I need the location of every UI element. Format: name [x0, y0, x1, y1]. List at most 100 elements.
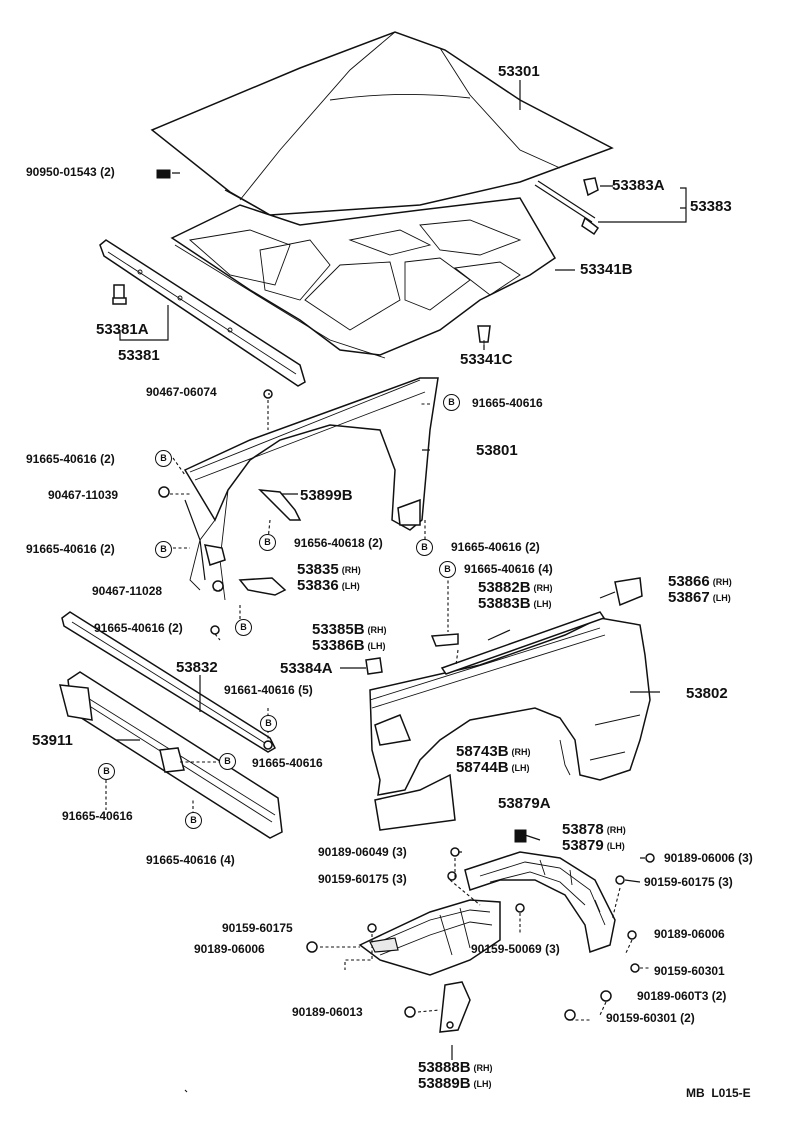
hood-clips — [112, 169, 491, 350]
circle-b-marker: B — [235, 619, 252, 636]
label-58743B-58744B: 58743B(RH) 58744B(LH) — [456, 744, 531, 776]
lh-tag: (LH) — [533, 599, 552, 609]
label-91665-40616-4b: 91665-40616 (4) — [146, 853, 235, 867]
label-90159-60301-2: 90159-60301 (2) — [606, 1011, 695, 1025]
label-58744B: 58744B — [456, 759, 509, 776]
hood-lock-support — [99, 239, 306, 387]
diagram-code: MB L015-E — [686, 1086, 751, 1100]
rh-tag: (RH) — [473, 1063, 493, 1073]
label-91665-40616-2c: 91665-40616 (2) — [451, 540, 540, 554]
lh-tag: (LH) — [606, 841, 625, 851]
label-53381A: 53381A — [96, 321, 149, 338]
label-91656-40618: 91656-40618 (2) — [294, 536, 383, 550]
label-90159-60301: 90159-60301 — [654, 964, 725, 978]
label-53878-53879: 53878(RH) 53879(LH) — [562, 822, 626, 854]
label-53341C: 53341C — [460, 351, 513, 368]
label-90159-60175: 90159-60175 — [222, 921, 293, 935]
circle-b-marker: B — [443, 394, 460, 411]
lh-tag: (LH) — [367, 641, 386, 651]
label-53383: 53383 — [690, 198, 732, 215]
label-53341B: 53341B — [580, 261, 633, 278]
label-53802: 53802 — [686, 685, 728, 702]
fender-lower-panel — [369, 617, 651, 831]
label-53386B: 53386B — [312, 637, 365, 654]
rh-tag: (RH) — [511, 747, 531, 757]
circle-b-marker: B — [185, 812, 202, 829]
circle-b-marker: B — [259, 534, 276, 551]
label-53911: 53911 — [32, 732, 73, 749]
hood-panel — [150, 31, 614, 216]
shield-bracket — [439, 981, 471, 1033]
circle-b-marker: B — [155, 450, 172, 467]
label-53381: 53381 — [118, 347, 160, 364]
label-53835: 53835 — [297, 561, 339, 578]
circle-b-marker: B — [416, 539, 433, 556]
label-90189-06006a: 90189-06006 — [194, 942, 265, 956]
label-90189-06006b: 90189-06006 — [654, 927, 725, 941]
label-53878: 53878 — [562, 821, 604, 838]
label-91665-40616-2a: 91665-40616 (2) — [26, 452, 115, 466]
label-90189-06049: 90189-06049 (3) — [318, 845, 407, 859]
fender-protector — [614, 577, 643, 607]
label-90159-50069: 90159-50069 (3) — [471, 942, 560, 956]
fender-clips — [365, 633, 459, 675]
label-53882B: 53882B — [478, 579, 531, 596]
liner-fasteners — [306, 829, 655, 1021]
label-91665-40616-2b: 91665-40616 (2) — [26, 542, 115, 556]
label-53836: 53836 — [297, 577, 339, 594]
label-53899B: 53899B — [300, 487, 353, 504]
label-53867: 53867 — [668, 589, 710, 606]
rh-tag: (RH) — [533, 583, 553, 593]
front-apron — [59, 671, 283, 839]
lh-tag: (LH) — [341, 581, 360, 591]
fender-seal — [440, 611, 606, 675]
circle-b-marker: B — [219, 753, 236, 770]
label-53879: 53879 — [562, 837, 604, 854]
rh-tag: (RH) — [606, 825, 626, 835]
label-91665-40616-4a: 91665-40616 (4) — [464, 562, 553, 576]
label-91661-40616: 91661-40616 (5) — [224, 683, 313, 697]
label-90467-11028: 90467-11028 — [92, 584, 163, 598]
label-53383A: 53383A — [612, 177, 665, 194]
label-90467-06074: 90467-06074 — [146, 385, 217, 399]
lh-tag: (LH) — [473, 1079, 492, 1089]
label-90189-06013: 90189-06013 — [292, 1005, 363, 1019]
fender-liner — [464, 851, 616, 953]
label-53879A: 53879A — [498, 795, 551, 812]
engine-under-cover — [358, 899, 501, 976]
circle-b-marker: B — [439, 561, 456, 578]
label-91665-40616-mid: 91665-40616 — [252, 756, 323, 770]
hood-support-rod — [534, 177, 600, 236]
rh-tag: (RH) — [367, 625, 387, 635]
label-91665-40616-top: 91665-40616 — [472, 396, 543, 410]
label-90950-01543: 90950-01543 (2) — [26, 165, 115, 179]
rh-tag: (RH) — [712, 577, 732, 587]
label-53889B: 53889B — [418, 1075, 471, 1092]
hood-inner-frame — [170, 197, 557, 359]
label-53866-53867: 53866(RH) 53867(LH) — [668, 574, 732, 606]
label-90159-60175-3b: 90159-60175 (3) — [644, 875, 733, 889]
radiator-support-upper — [61, 611, 276, 753]
circle-b-marker: B — [98, 763, 115, 780]
label-90467-11039: 90467-11039 — [48, 488, 119, 502]
label-58743B: 58743B — [456, 743, 509, 760]
lh-tag: (LH) — [712, 593, 731, 603]
label-53801: 53801 — [476, 442, 518, 459]
label-53384A: 53384A — [280, 660, 333, 677]
label-53866: 53866 — [668, 573, 710, 590]
circle-b-marker: B — [260, 715, 277, 732]
rh-tag: (RH) — [341, 565, 361, 575]
label-90159-60175-3a: 90159-60175 (3) — [318, 872, 407, 886]
label-90189-060T3: 90189-060T3 (2) — [637, 989, 727, 1003]
label-53835-53836: 53835(RH) 53836(LH) — [297, 562, 361, 594]
label-53888B: 53888B — [418, 1059, 471, 1076]
label-91665-40616-2d: 91665-40616 (2) — [94, 621, 183, 635]
label-53385B: 53385B — [312, 621, 365, 638]
label-53385B-53386B: 53385B(RH) 53386B(LH) — [312, 622, 387, 654]
circle-b-marker: B — [155, 541, 172, 558]
label-53888B-53889B: 53888B(RH) 53889B(LH) — [418, 1060, 493, 1092]
fender-bracket — [203, 544, 287, 596]
label-53301: 53301 — [498, 63, 540, 80]
